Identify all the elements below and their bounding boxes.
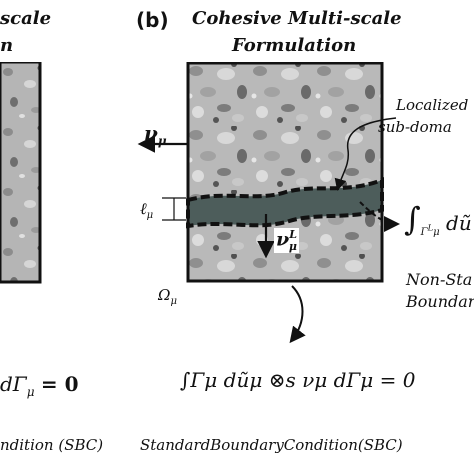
specimen-frame: [186, 62, 384, 283]
integral-right-tail: dũ: [446, 211, 472, 235]
omega-sub: μ: [170, 296, 177, 307]
panel-label: (b): [136, 8, 169, 32]
localized-label-line1: Localized: [396, 96, 469, 114]
integral-symbol-right: ∫: [404, 200, 421, 238]
non-standard-label-line2: Boundar: [406, 292, 474, 311]
left-title-line1: scale: [0, 8, 52, 29]
omega-symbol: Ω: [158, 286, 171, 304]
integral-right-sub2: μ: [433, 227, 440, 238]
integral-right-limits: ΓLμ: [420, 223, 440, 238]
left-title-line2: n: [0, 35, 14, 56]
ell-mu-label: ℓμ: [140, 199, 153, 221]
nu-L-sup: L: [289, 228, 297, 241]
integral-right-sub: Γ: [420, 227, 428, 238]
ell-mu-symbol: ℓ: [140, 199, 147, 218]
nu-L-symbol: ν: [276, 228, 290, 251]
localized-label-line2: sub-doma: [378, 118, 452, 136]
localized-leader: [334, 117, 397, 191]
nu-L-sub: μ: [288, 240, 297, 254]
sbc-arrow: [289, 285, 306, 344]
sbc-equation: ∫Γμ dũμ ⊗s νμ dΓμ = 0: [180, 368, 416, 392]
left-caption: ndition (SBC): [0, 436, 104, 454]
non-standard-integral: ∫ΓLμ dũ: [404, 200, 472, 238]
non-standard-label-line1: Non-Sta: [406, 270, 473, 289]
nu-L-label: νLμ: [274, 228, 299, 254]
panel-title-line1: Cohesive Multi-scale: [192, 8, 402, 29]
left-equation-dgamma: dΓ: [0, 372, 27, 396]
left-equation-rhs: = 0: [40, 372, 79, 396]
integral-right-sup: L: [427, 222, 434, 233]
sbc-caption: StandardBoundaryCondition(SBC): [140, 436, 403, 454]
nu-mu-label: νμ: [144, 121, 167, 148]
nu-mu-symbol: ν: [144, 121, 158, 145]
left-specimen-image: [0, 62, 42, 284]
nu-mu-sub: μ: [157, 134, 167, 148]
panel-title-line2: Formulation: [232, 35, 357, 56]
omega-label: Ωμ: [158, 286, 177, 307]
left-equation: dΓμ = 0: [0, 372, 79, 399]
non-standard-arrow: [359, 201, 400, 232]
ell-mu-sub: μ: [146, 210, 154, 222]
left-equation-sub: μ: [26, 385, 35, 399]
